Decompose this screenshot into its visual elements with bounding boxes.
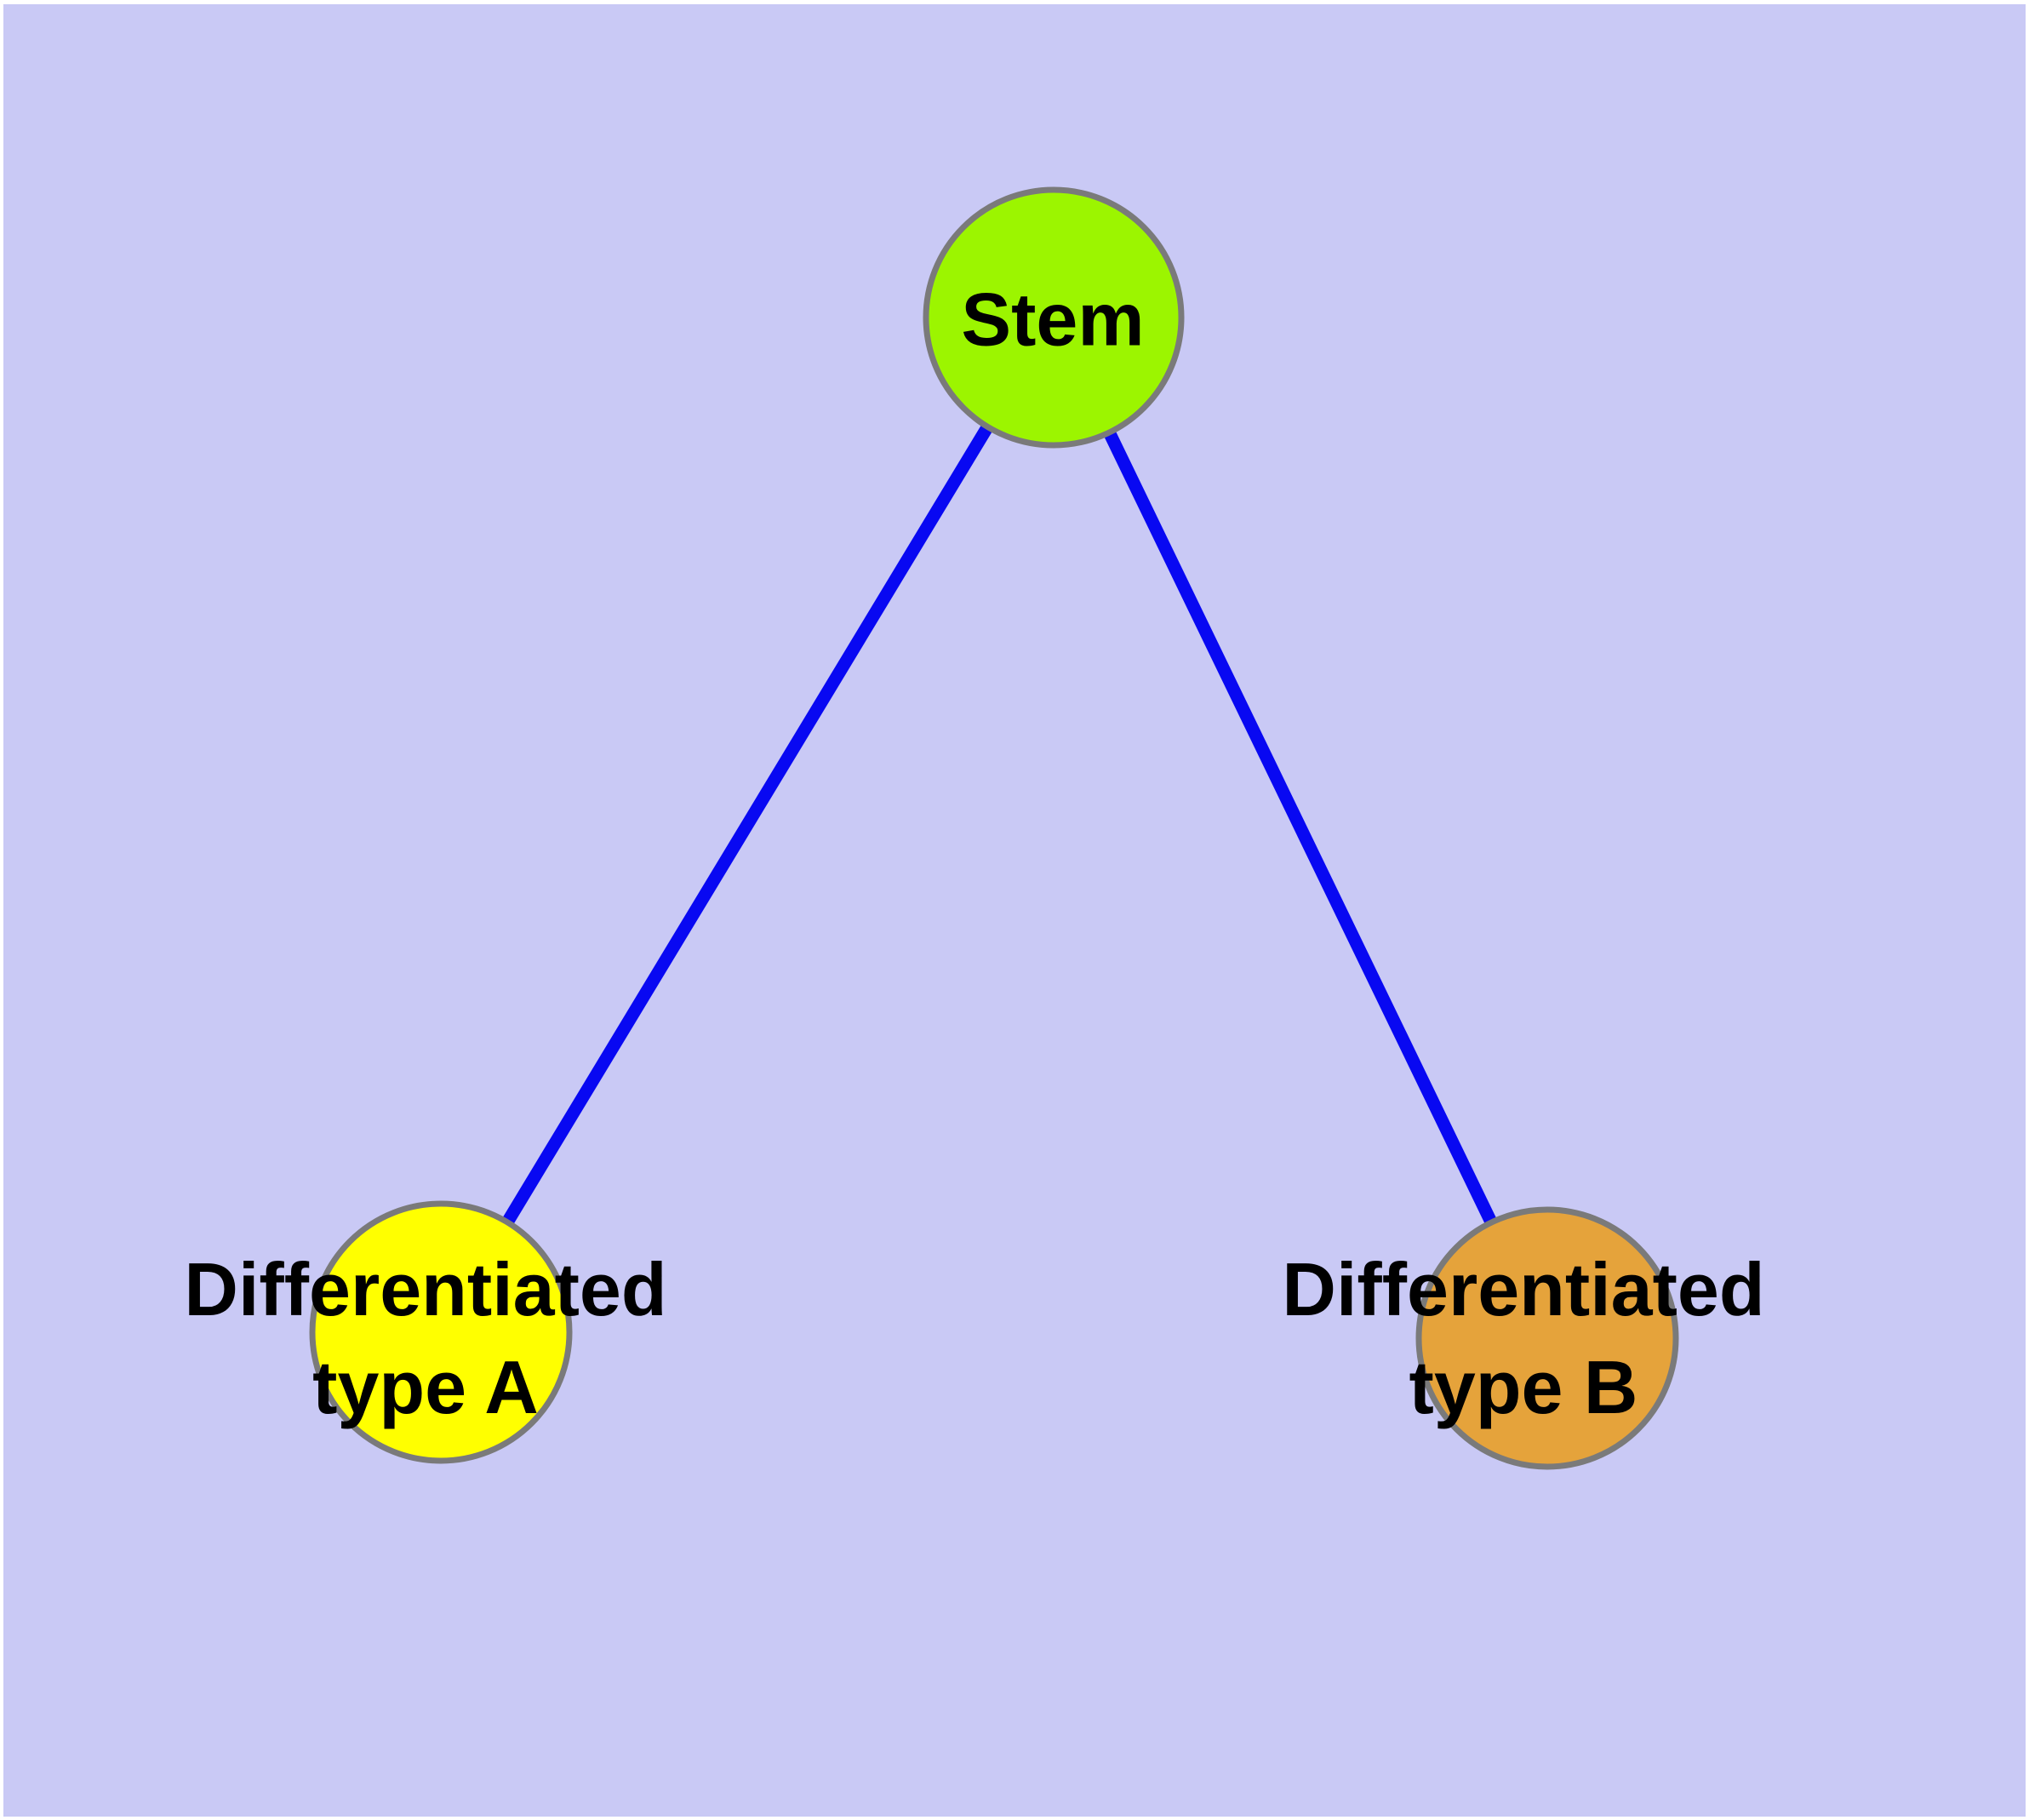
node-stem-label: Stem	[961, 271, 1144, 369]
node-typeA-circle	[309, 1200, 573, 1464]
node-typeA-label: Differentiated type A	[184, 1240, 666, 1436]
node-typeA-label-line1: Differentiated	[184, 1247, 667, 1331]
node-typeB-label-line1: Differentiated	[1282, 1247, 1765, 1331]
edge-stem-to-typeA	[435, 314, 1060, 1336]
node-stem-circle	[923, 186, 1185, 449]
node-typeB-label-line2: type B	[1409, 1345, 1638, 1429]
node-typeB-circle	[1415, 1206, 1679, 1470]
edge-stem-to-typeB	[1048, 314, 1553, 1342]
node-typeB-label: Differentiated type B	[1282, 1240, 1764, 1436]
node-typeA-label-line2: type A	[312, 1345, 539, 1429]
node-stem-label-text: Stem	[961, 277, 1145, 362]
